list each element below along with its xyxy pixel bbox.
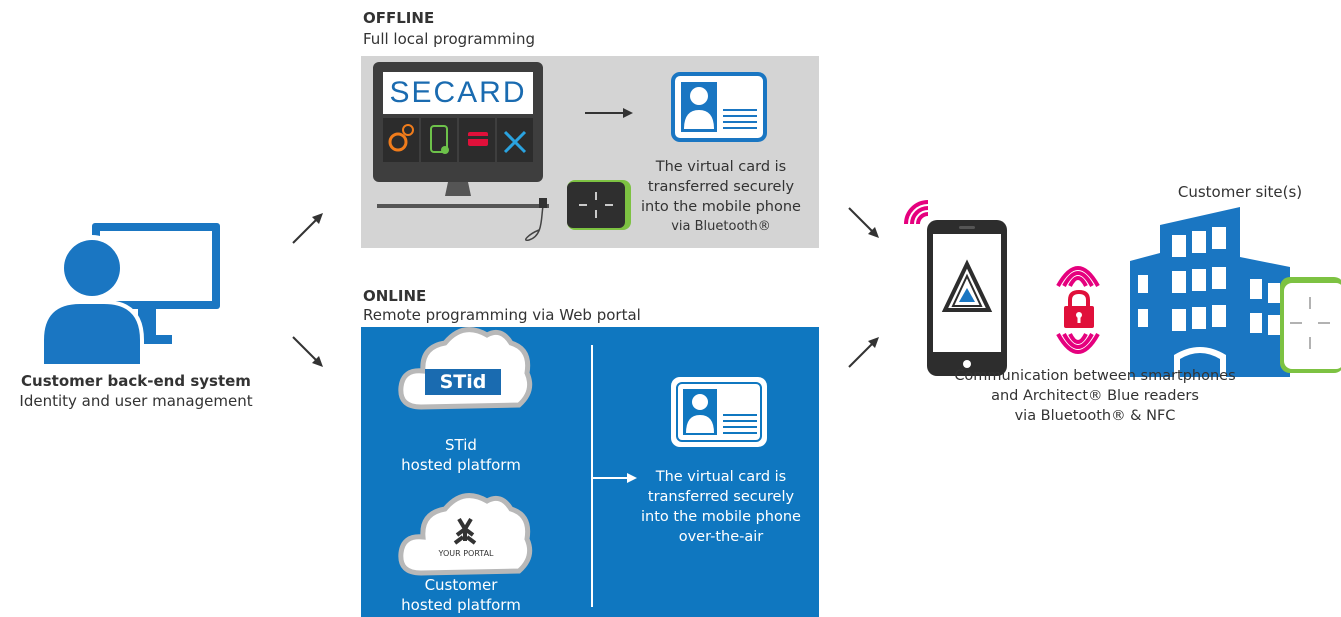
padlock-icon [1064,289,1094,328]
site-title: Customer site(s) [1177,183,1303,201]
communication-text: Communication between smartphones and Ar… [954,368,1236,424]
wireless-signal-icon [1056,266,1100,287]
arrow-icon [292,336,323,367]
left-system-subtitle: Identity and user management [19,392,253,410]
offline-panel: SECARD The virtual card is transferred s… [361,56,819,248]
stid-platform-label: STid hosted platform [401,436,521,474]
online-heading: ONLINE [363,287,427,305]
offline-heading: OFFLINE [363,9,435,27]
smartphone-icon [927,220,1007,376]
cloud-icon [398,327,533,410]
stid-logo: STid [439,371,487,393]
user-computer-icon [40,223,220,368]
cloud-icon [398,493,533,576]
wireless-signal-icon [1056,333,1100,354]
arrow-icon [848,207,879,238]
secard-logo: SECARD [389,76,527,109]
wireless-signal-icon [904,200,929,225]
online-panel: STid STid hosted platform YOUR PORTAL Cu… [361,327,819,617]
offline-subheading: Full local programming [363,30,535,48]
arrow-icon [292,213,323,244]
id-card-icon [671,377,767,447]
arrow-icon [848,337,879,368]
offline-transfer-text: The virtual card is transferred securely… [641,159,801,234]
id-card-icon [671,72,767,142]
reader-icon [525,180,631,242]
online-subheading: Remote programming via Web portal [363,306,641,324]
customer-platform-label: Customer hosted platform [401,576,521,614]
arrow-icon [591,473,637,483]
online-transfer-text: The virtual card is transferred securely… [641,469,801,545]
divider-line [591,345,593,607]
monitor-icon [373,62,549,208]
left-system-title: Customer back-end system [21,372,251,390]
building-icon [1130,207,1341,377]
portal-logo: YOUR PORTAL [438,549,494,558]
arrow-icon [585,108,633,118]
